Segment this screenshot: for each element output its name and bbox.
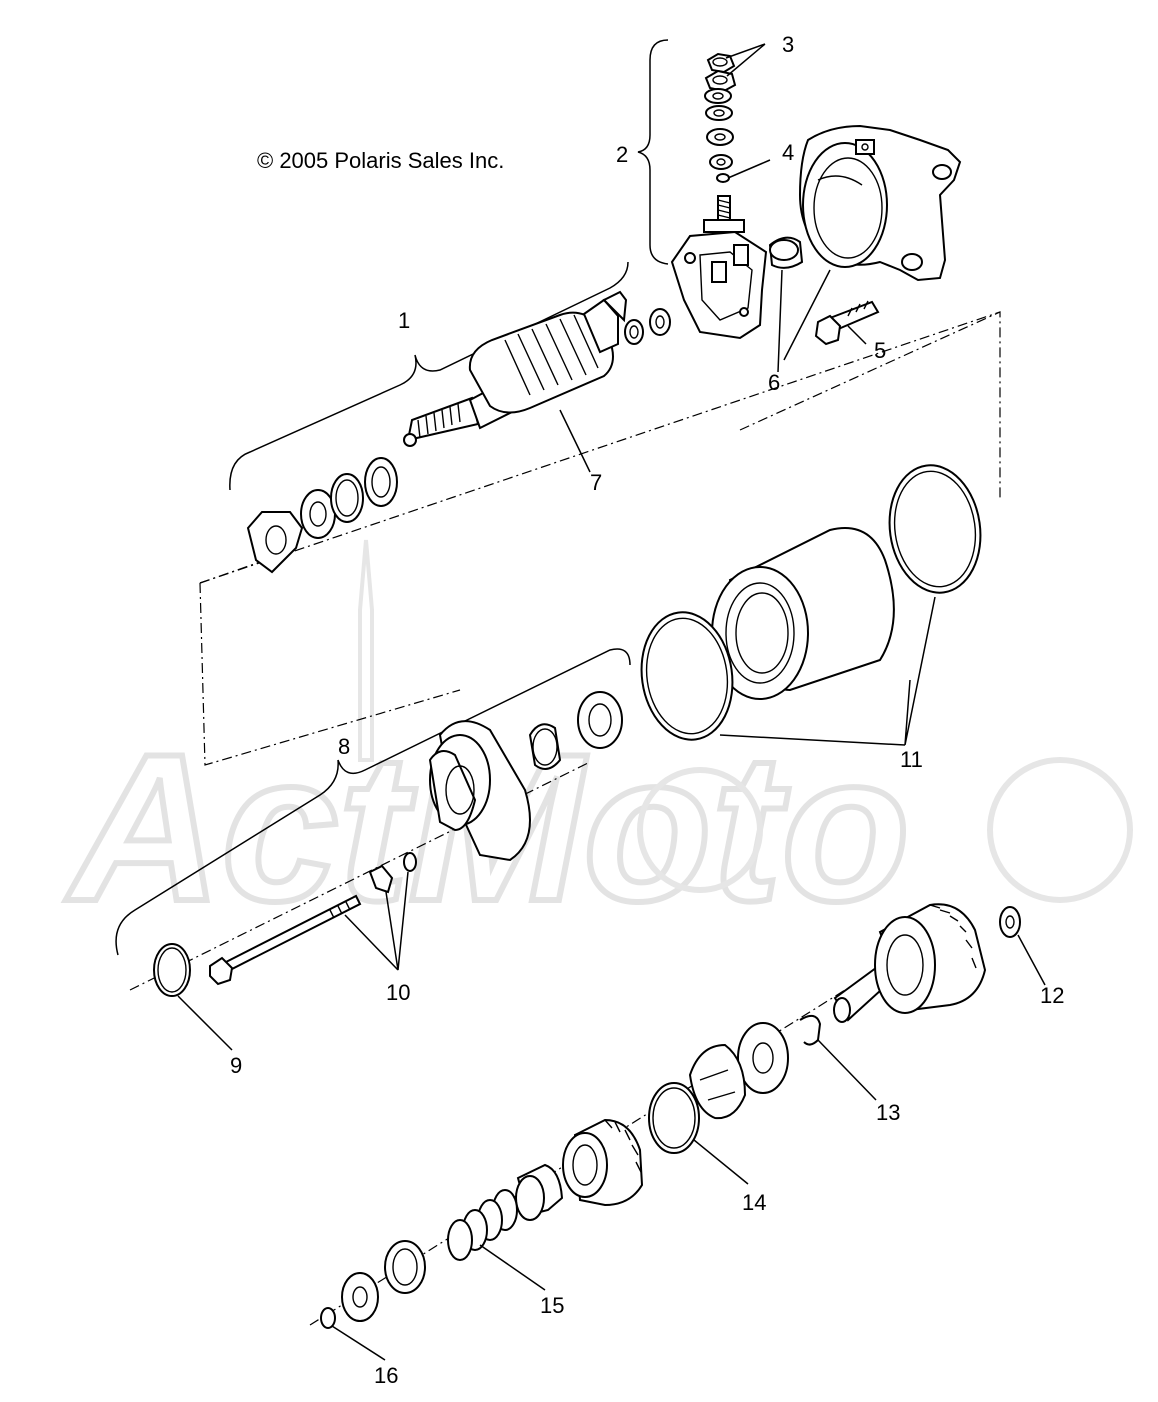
callout-5: 5 [874,338,886,363]
bolt-5 [814,300,880,346]
sleeve [515,1163,564,1221]
armature-washers-rear [624,308,671,345]
callout-11: 11 [900,747,923,772]
nut-3a [706,52,736,74]
leader-lines [177,43,1046,1361]
armature-washers-front [246,457,398,574]
drive-gear-12 [833,903,1021,1023]
callout-7: 7 [590,470,602,495]
callout-16: 16 [374,1363,398,1388]
bracket-8 [115,648,631,956]
callout-13: 13 [876,1100,900,1125]
bracket-2 [637,39,669,265]
callout-2: 2 [616,142,628,167]
callout-9: 9 [230,1053,242,1078]
snap-ring-9 [153,943,191,997]
field-housing [711,527,895,700]
washer-stop [341,1272,379,1322]
retainer-16 [320,1307,336,1329]
brush-plate [670,230,768,340]
armature-7 [403,290,628,447]
bracket-1 [229,261,629,491]
callout-3: 3 [782,32,794,57]
bushing-6 [768,236,804,269]
clutch-parts [648,1014,822,1154]
o-rings-11 [640,464,982,741]
callout-12: 12 [1040,983,1064,1008]
washers-stack [704,88,734,183]
callout-15: 15 [540,1293,564,1318]
spring-15 [447,1189,518,1261]
nut-3b [704,69,737,93]
callout-14: 14 [742,1190,766,1215]
front-bracket [428,720,531,862]
callout-4: 4 [782,140,794,165]
copyright-text: © 2005 Polaris Sales Inc. [257,148,504,173]
callout-10: 10 [386,980,410,1005]
small-parts-10 [368,852,417,894]
callout-8: 8 [338,734,350,759]
end-housing [798,124,962,282]
pinion-gear [562,1118,644,1207]
callout-labels: 1 2 3 4 5 6 7 8 9 10 11 12 13 14 15 16 [230,32,1064,1388]
stop-collar [384,1240,426,1294]
terminal-post [703,195,745,233]
callout-6: 6 [768,370,780,395]
bearing-8 [528,691,623,770]
through-bolt-10 [209,894,362,986]
callout-1: 1 [398,308,410,333]
